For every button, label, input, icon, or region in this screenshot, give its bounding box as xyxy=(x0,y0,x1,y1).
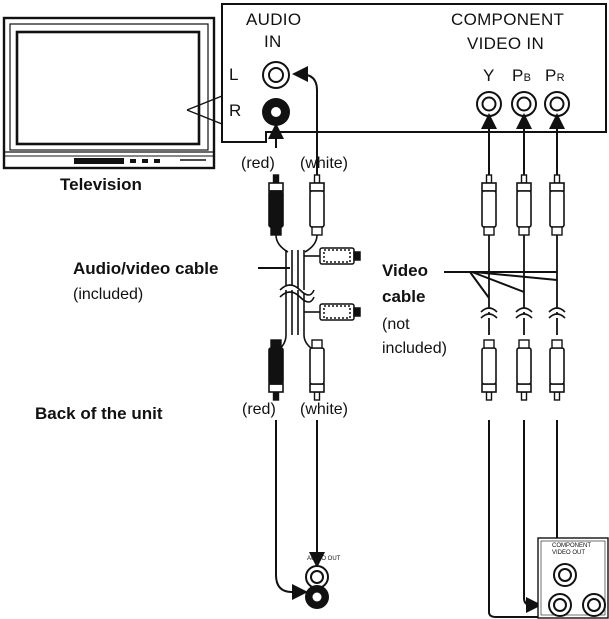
tv-audio-in-label-line2: IN xyxy=(264,32,282,51)
component-video-cable xyxy=(480,174,566,401)
bottom-white-plug-label: (white) xyxy=(300,401,349,418)
arrow-lines xyxy=(268,66,565,175)
unit-component-out-pb-jack xyxy=(548,593,572,617)
video-cable-note-line2: included) xyxy=(382,340,447,357)
bottom-red-plug-label: (red) xyxy=(242,401,276,418)
tv-jack-pr-subscript: R xyxy=(556,72,565,84)
tv-jack-y-label: Y xyxy=(483,66,495,85)
tv-right-jack-label: R xyxy=(229,101,242,120)
unit-component-out-label-line1: COMPONENT xyxy=(552,543,591,549)
component-in-y-jack xyxy=(476,91,502,117)
top-white-plug-label: (white) xyxy=(300,155,349,172)
top-red-plug-label: (red) xyxy=(241,155,275,172)
unit-audio-out-left-jack xyxy=(305,565,329,589)
tv-audio-in-label-line1: AUDIO xyxy=(246,10,302,29)
video-cable-note-line1: (not xyxy=(382,316,410,333)
tv-jack-pb-label: PB xyxy=(512,66,532,85)
tv-left-jack-label: L xyxy=(229,65,239,84)
tv-component-in-label-line2: VIDEO IN xyxy=(467,34,545,53)
audio-video-cable-note: (included) xyxy=(73,286,144,303)
audio-video-cable xyxy=(268,174,361,401)
unit-component-out-y-jack xyxy=(582,593,606,617)
video-cable-leader xyxy=(444,271,558,299)
audio-in-left-jack xyxy=(262,61,290,89)
tv-jack-pr-label: PR xyxy=(545,66,565,85)
back-of-unit-label: Back of the unit xyxy=(35,404,163,423)
video-cable-label-line1: Video xyxy=(382,261,428,280)
unit-audio-out-right-jack xyxy=(305,585,329,609)
unit-component-out-label-line2: VIDEO OUT xyxy=(552,550,586,556)
tv-component-in-label-line1: COMPONENT xyxy=(451,10,565,29)
unit-component-out-pr-jack xyxy=(553,563,577,587)
unit-audio-out-label: AUDIO OUT xyxy=(307,556,341,562)
audio-in-right-jack xyxy=(262,98,290,126)
television-illustration xyxy=(2,16,216,170)
component-in-pb-jack xyxy=(511,91,537,117)
television-label: Television xyxy=(60,175,142,194)
video-cable-label-line2: cable xyxy=(382,287,426,306)
component-in-pr-jack xyxy=(544,91,570,117)
audio-video-cable-label: Audio/video cable xyxy=(73,259,219,278)
tv-jack-pb-subscript: B xyxy=(523,72,532,84)
